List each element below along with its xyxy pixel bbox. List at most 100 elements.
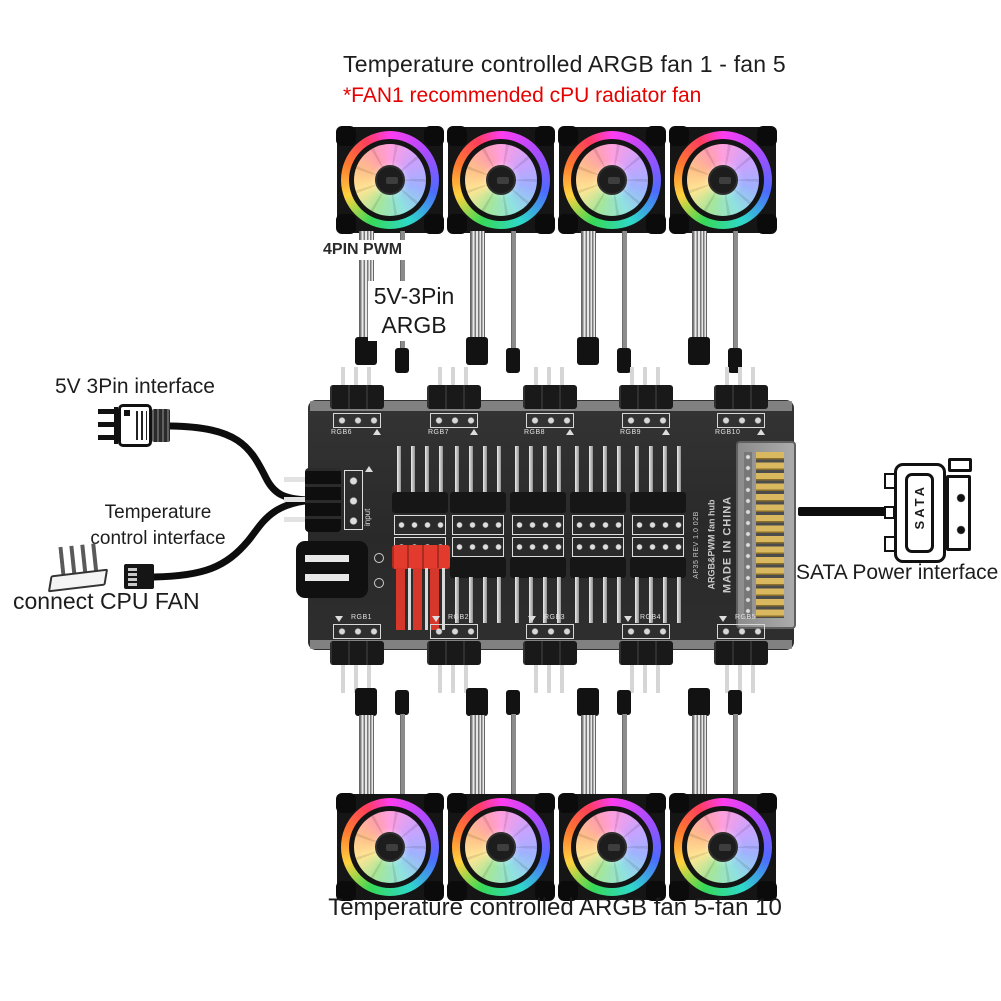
sata-pin-numbers xyxy=(744,452,752,618)
fan-logo xyxy=(719,844,731,851)
port-arrow-icon xyxy=(470,429,478,435)
port-pins xyxy=(438,665,471,693)
pwm-plug xyxy=(466,337,488,365)
pcb-product-text: ARGB&PWM fan hub xyxy=(706,499,717,590)
plug-ribs-icon xyxy=(136,411,147,440)
fan-corner xyxy=(535,793,555,813)
fan-center-hub xyxy=(375,832,405,862)
header-base xyxy=(510,557,566,578)
sata-cable-line xyxy=(798,507,890,516)
fan-corner xyxy=(424,881,444,901)
fan-logo xyxy=(608,177,620,184)
port-label: RGB7 xyxy=(428,429,450,436)
sata-gold-fingers xyxy=(756,452,784,618)
port-silkscreen xyxy=(430,413,478,428)
port-label: RGB5 xyxy=(735,614,757,621)
port-pins xyxy=(725,665,758,693)
plug-key-icon xyxy=(124,410,130,416)
fan-corner xyxy=(646,881,666,901)
top-title: Temperature controlled ARGB fan 1 - fan … xyxy=(343,51,786,77)
fan-corner xyxy=(669,214,689,234)
fan-corner xyxy=(669,881,689,901)
port-label: RGB3 xyxy=(544,614,566,621)
header-pins-down xyxy=(635,577,681,623)
port-pins xyxy=(534,665,567,693)
port-silkscreen xyxy=(333,624,381,639)
argb-plug xyxy=(617,348,631,373)
fan-corner xyxy=(757,214,777,234)
argb-cable xyxy=(733,231,738,351)
fan-corner xyxy=(558,793,578,813)
fan1-note: *FAN1 recommended cPU radiator fan xyxy=(343,84,702,107)
port-silkscreen xyxy=(717,624,765,639)
port-label: RGB4 xyxy=(640,614,662,621)
temp-sensor-socket xyxy=(296,541,368,598)
fan-corner xyxy=(424,126,444,146)
fan-corner xyxy=(447,793,467,813)
pwm-ribbon-cable xyxy=(470,715,485,796)
fan-center-hub xyxy=(486,832,516,862)
fan-corner xyxy=(757,881,777,901)
header-silkscreen-pads xyxy=(572,537,624,557)
header-pins-down xyxy=(515,577,561,623)
sata-plug-text: SATA xyxy=(912,484,927,530)
argb-port-bottom xyxy=(619,641,673,665)
fan-corner xyxy=(669,126,689,146)
fan-logo xyxy=(608,844,620,851)
argb-plug xyxy=(395,348,409,373)
input-plug-pins xyxy=(284,477,306,525)
argb-port-top xyxy=(523,385,577,409)
fan-center-hub xyxy=(486,165,516,195)
fan-logo xyxy=(497,844,509,851)
fan-corner xyxy=(535,881,555,901)
sata-tab-icon xyxy=(948,458,972,472)
header-pins-up xyxy=(575,446,621,493)
sata-plug-body-icon xyxy=(894,463,946,563)
pwm-plug xyxy=(688,337,710,365)
fan-corner xyxy=(424,793,444,813)
fan-corner xyxy=(646,126,666,146)
header-silkscreen-pads xyxy=(452,537,504,557)
header-pins-up xyxy=(455,446,501,493)
fan-corner xyxy=(646,793,666,813)
silkscreen-dot xyxy=(374,578,384,588)
pwm-plug xyxy=(577,337,599,365)
header-base xyxy=(570,492,626,513)
header-pins-down xyxy=(575,577,621,623)
argb-plug xyxy=(728,690,742,715)
fan-corner xyxy=(336,126,356,146)
header-base xyxy=(450,492,506,513)
argb-port-top xyxy=(427,385,481,409)
port-arrow-icon xyxy=(624,616,632,622)
fan-corner xyxy=(535,214,555,234)
port-arrow-icon xyxy=(528,616,536,622)
fan-center-hub xyxy=(597,832,627,862)
header-base xyxy=(392,492,448,513)
pwm-ribbon-cable xyxy=(692,715,707,796)
header-pins-down xyxy=(455,577,501,623)
3pin-plug-prongs-icon xyxy=(98,409,118,442)
pwm-ribbon-cable xyxy=(581,231,596,339)
input-arrow-icon xyxy=(365,466,373,472)
fan-corner xyxy=(669,793,689,813)
3pin-plug-body-icon xyxy=(118,404,152,447)
port-label: RGB9 xyxy=(620,429,642,436)
argb-plug xyxy=(728,348,742,373)
port-silkscreen xyxy=(526,413,574,428)
argb-fan-2 xyxy=(447,126,555,234)
port-pins xyxy=(341,367,374,387)
header-base xyxy=(630,492,686,513)
port-arrow-icon xyxy=(566,429,574,435)
fan-center-hub xyxy=(708,165,738,195)
port-arrow-icon xyxy=(757,429,765,435)
argb-cable xyxy=(511,231,516,351)
argb-fan-4 xyxy=(669,126,777,234)
header-base xyxy=(630,557,686,578)
fan-corner xyxy=(558,126,578,146)
fan-center-hub xyxy=(375,165,405,195)
port-label: RGB2 xyxy=(448,614,470,621)
port-arrow-icon xyxy=(432,616,440,622)
header-base xyxy=(450,557,506,578)
header-silkscreen-pads xyxy=(394,515,446,535)
